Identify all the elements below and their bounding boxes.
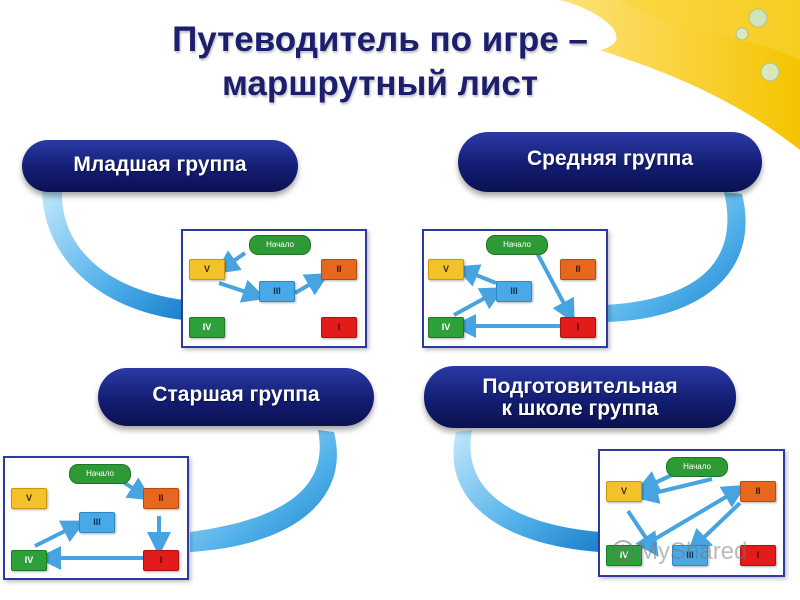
watermark: MyShared: [612, 538, 747, 566]
route-arrow: [453, 287, 505, 317]
route-arrow: [454, 264, 497, 287]
group-pill-middle: Средняя группа: [458, 132, 762, 192]
stage-i: I: [560, 317, 596, 338]
route-diagram-junior: Начало V II III IV I: [181, 229, 367, 348]
droplet-icon: [760, 62, 780, 82]
group-pill-prep: Подготовительная к школе группа: [424, 366, 736, 428]
route-arrows-senior: [34, 477, 171, 570]
stage-v: V: [606, 481, 642, 502]
stage-i: I: [321, 317, 357, 338]
stage-iii: III: [496, 281, 532, 302]
stage-ii: II: [321, 259, 357, 280]
connector-ribbon-junior: [42, 190, 183, 320]
route-arrow: [293, 272, 330, 296]
route-arrow: [215, 250, 247, 274]
title-line-1: Путеводитель по игре –: [172, 20, 588, 59]
share-icon: [612, 540, 634, 562]
stage-iii: III: [259, 281, 295, 302]
stage-v: V: [11, 488, 47, 509]
route-diagram-middle: Начало V II III IV I: [422, 229, 608, 348]
title-line-2: маршрутный лист: [221, 64, 539, 103]
connector-ribbon-middle: [604, 192, 746, 322]
group-pill-senior: Старшая группа: [98, 368, 374, 426]
stage-i: I: [740, 545, 776, 566]
stage-v: V: [428, 259, 464, 280]
stage-iv: IV: [189, 317, 225, 338]
group-label-middle: Средняя группа: [526, 147, 694, 170]
stage-iii: III: [672, 545, 708, 566]
route-arrows-junior: [215, 250, 330, 303]
stage-iii: III: [79, 512, 115, 533]
route-diagram-senior: Начало V II III IV I: [3, 456, 189, 580]
connector-ribbon-prep: [453, 430, 600, 552]
droplet-icon: [735, 27, 749, 41]
route-diagram-prep: Начало V II IV III I: [598, 449, 785, 577]
route-arrows-prep: [626, 471, 747, 557]
start-node: Начало: [486, 235, 548, 255]
route-arrow: [534, 250, 575, 324]
start-node: Начало: [69, 464, 131, 484]
route-arrow: [635, 471, 673, 493]
route-arrow: [34, 520, 86, 548]
stage-iv: IV: [428, 317, 464, 338]
group-label-junior: Младшая группа: [73, 153, 247, 176]
route-arrow: [687, 501, 742, 554]
start-node: Начало: [666, 457, 728, 477]
stage-ii: II: [560, 259, 596, 280]
stage-i: I: [143, 550, 179, 571]
stage-ii: II: [740, 481, 776, 502]
stage-ii: II: [143, 488, 179, 509]
page-title: Путеводитель по игре – маршрутный лист: [100, 18, 660, 106]
stage-v: V: [189, 259, 225, 280]
route-arrows-middle: [452, 250, 575, 338]
watermark-text: MyShared: [638, 538, 748, 565]
start-node: Начало: [249, 235, 311, 255]
connector-ribbon-senior: [190, 430, 337, 552]
group-label-senior: Старшая группа: [152, 383, 320, 406]
route-arrow: [218, 279, 267, 303]
route-arrow: [634, 477, 713, 504]
route-arrow: [636, 484, 747, 551]
stage-iv: IV: [11, 550, 47, 571]
group-label-prep-line2: к школе группа: [501, 397, 659, 420]
group-pill-junior: Младшая группа: [22, 140, 298, 192]
group-label-prep-line1: Подготовительная: [482, 375, 678, 398]
droplet-icon: [748, 8, 768, 28]
